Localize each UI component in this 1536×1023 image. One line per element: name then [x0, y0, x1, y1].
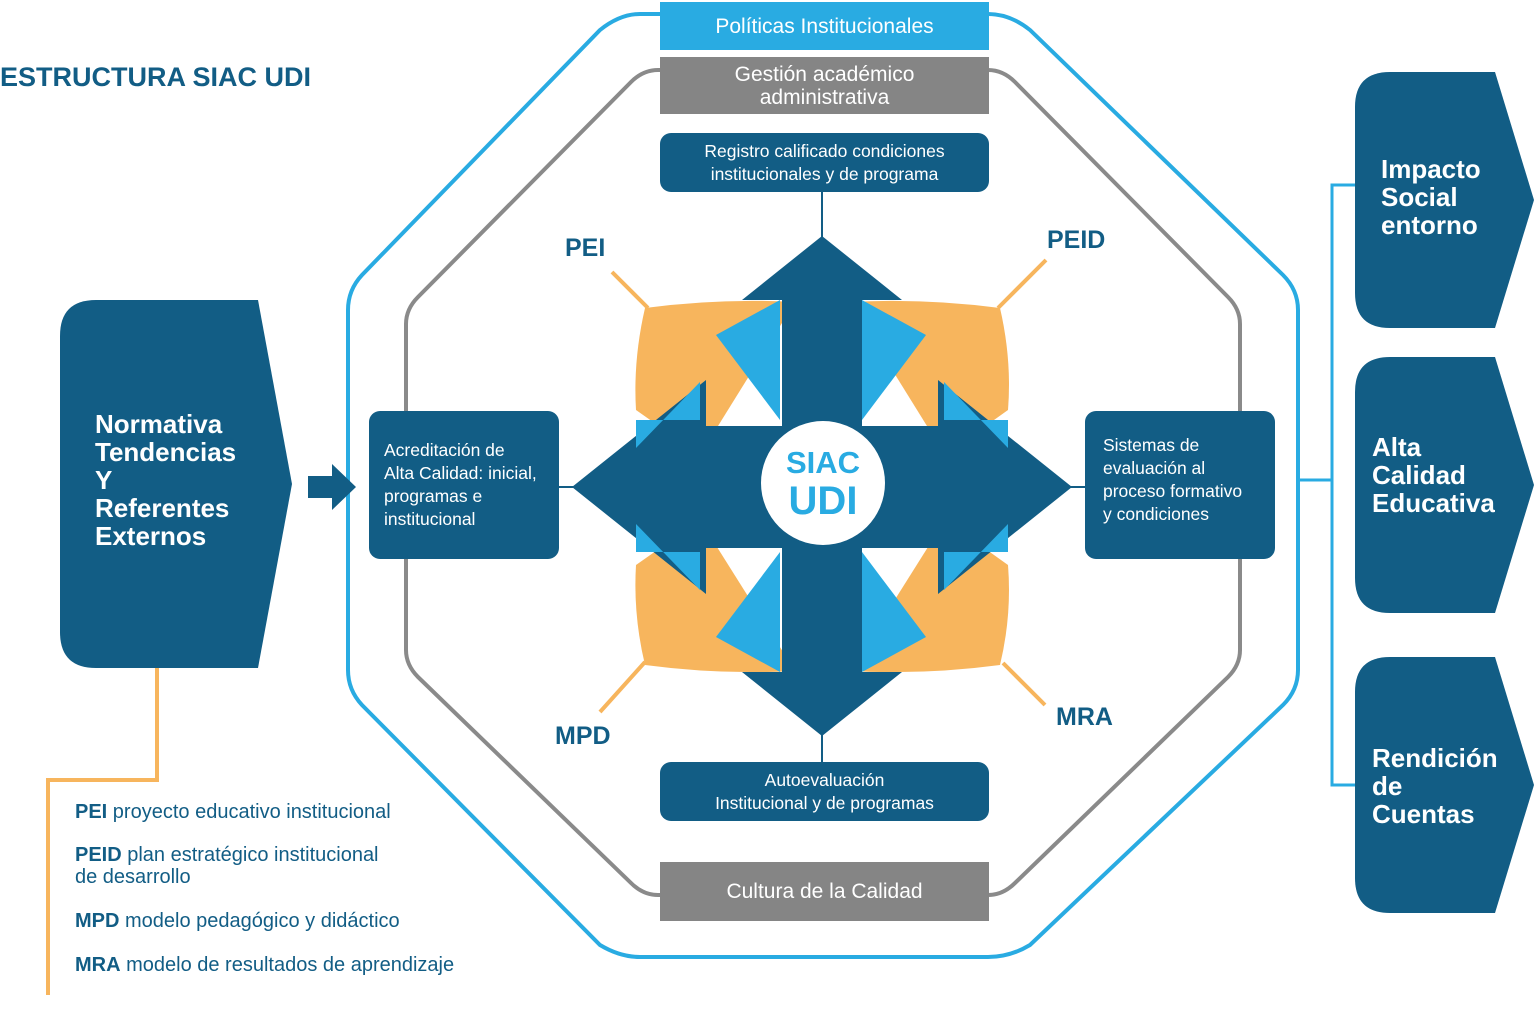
autoevaluacion-line: Institucional y de programas: [715, 792, 934, 813]
outcome-line: Rendición: [1372, 743, 1498, 773]
sistemas-box: Sistemas de evaluación al proceso format…: [1085, 411, 1275, 559]
legend-item-pei: PEI proyecto educativo institucional: [75, 801, 535, 823]
gestion-label-line: Gestión académico: [734, 62, 915, 86]
acreditacion-box: Acreditación de Alta Calidad: inicial, p…: [369, 411, 559, 559]
outcome-alta-calidad-text: Alta Calidad Educativa: [1372, 433, 1532, 517]
leader-line: [610, 270, 650, 310]
registro-box: Registro calificado condiciones instituc…: [660, 133, 989, 192]
outer-octagon: [346, 12, 1300, 959]
gestion-bar: Gestión académico administrativa: [660, 57, 989, 114]
sistemas-line: y condiciones: [1103, 504, 1210, 524]
registro-line: Registro calificado condiciones: [704, 140, 945, 161]
legend-abbr: PEI: [75, 801, 108, 823]
politicas-label: Políticas Institucionales: [715, 14, 934, 38]
center-circle: [761, 421, 885, 545]
autoevaluacion-box: Autoevaluación Institucional y de progra…: [660, 762, 989, 821]
sistemas-line: proceso formativo: [1103, 481, 1243, 501]
page-title: ESTRUCTURA SIAC UDI: [0, 62, 312, 92]
sistemas-line: evaluación al: [1103, 458, 1206, 478]
cyan-triangle: [944, 524, 1008, 590]
left-box-line: Y: [95, 465, 113, 495]
left-box-line: Normativa: [95, 409, 223, 439]
outcome-line: Calidad: [1372, 460, 1466, 490]
legend-text: modelo de resultados de aprendizaje: [120, 954, 455, 976]
legend-abbr: MRA: [75, 954, 121, 976]
autoevaluacion-line: Autoevaluación: [764, 769, 885, 790]
outcome-impacto-text: Impacto Social entorno: [1381, 155, 1531, 239]
cyan-triangle: [862, 300, 926, 420]
cyan-triangles: [636, 300, 1008, 672]
leader-line: [1001, 661, 1047, 707]
acreditacion-line: programas e: [384, 486, 483, 506]
cultura-bar: Cultura de la Calidad: [660, 862, 989, 921]
cultura-label: Cultura de la Calidad: [726, 880, 923, 903]
registro-line: institucionales y de programa: [710, 163, 939, 184]
left-box-line: Externos: [95, 521, 207, 551]
leader-line: [996, 258, 1048, 310]
outcome-line: Alta: [1372, 432, 1422, 462]
outcome-shape-rendicion: [1355, 657, 1534, 913]
left-box-line: Tendencias: [95, 437, 237, 467]
cyan-triangle: [636, 382, 700, 448]
legend-bracket-line: [46, 628, 159, 995]
legend-text-continued: de desarrollo: [75, 866, 191, 888]
legend-item-peid: PEID plan estratégico institucional de d…: [75, 844, 535, 888]
legend-text: plan estratégico institucional: [121, 844, 379, 866]
left-box-text: Normativa Tendencias Y Referentes Extern…: [95, 410, 275, 550]
sistemas-line: Sistemas de: [1103, 435, 1200, 455]
orange-leader-lines: [598, 258, 1048, 714]
center-label-siac: SIAC: [785, 445, 861, 480]
outcome-line: Social: [1381, 182, 1458, 212]
legend-item-mpd: MPD modelo pedagógico y didáctico: [75, 910, 535, 932]
acronym-mpd: MPD: [555, 722, 611, 750]
outcome-line: de: [1372, 771, 1403, 801]
acronym-peid: PEID: [1047, 226, 1106, 254]
cyan-triangle: [716, 300, 780, 420]
outcome-line: Impacto: [1381, 154, 1481, 184]
legend-abbr: PEID: [75, 844, 122, 866]
cyan-triangle: [944, 382, 1008, 448]
outcome-line: entorno: [1381, 210, 1478, 240]
politicas-bar: Políticas Institucionales: [660, 2, 989, 50]
legend-text: proyecto educativo institucional: [107, 801, 391, 823]
legend-item-mra: MRA modelo de resultados de aprendizaje: [75, 954, 535, 976]
acronym-mra: MRA: [1056, 703, 1113, 731]
left-box-line: Referentes: [95, 493, 230, 523]
outcome-line: Cuentas: [1372, 799, 1475, 829]
cyan-triangle: [636, 524, 700, 590]
left-pentagon-shape: [60, 300, 292, 668]
left-arrow-icon: [308, 464, 356, 510]
acreditacion-line: Acreditación de: [384, 440, 505, 460]
outcomes-bracket-line: [1298, 183, 1356, 787]
outcome-line: Educativa: [1372, 488, 1495, 518]
gestion-label-line: administrativa: [759, 85, 890, 109]
acronym-pei: PEI: [565, 234, 606, 262]
connector-lines: [559, 192, 1085, 762]
center-label-udi: UDI: [788, 479, 858, 523]
outcome-rendicion-text: Rendición de Cuentas: [1372, 744, 1532, 828]
legend-abbr: MPD: [75, 910, 120, 932]
acreditacion-line: institucional: [384, 509, 476, 529]
outcome-shape-impacto: [1355, 72, 1534, 328]
outcome-shape-alta-calidad: [1355, 357, 1534, 613]
cyan-triangle: [862, 552, 926, 672]
acreditacion-line: Alta Calidad: inicial,: [384, 463, 537, 483]
cyan-triangle: [716, 552, 780, 672]
legend-text: modelo pedagógico y didáctico: [119, 910, 400, 932]
leader-line: [598, 660, 647, 714]
